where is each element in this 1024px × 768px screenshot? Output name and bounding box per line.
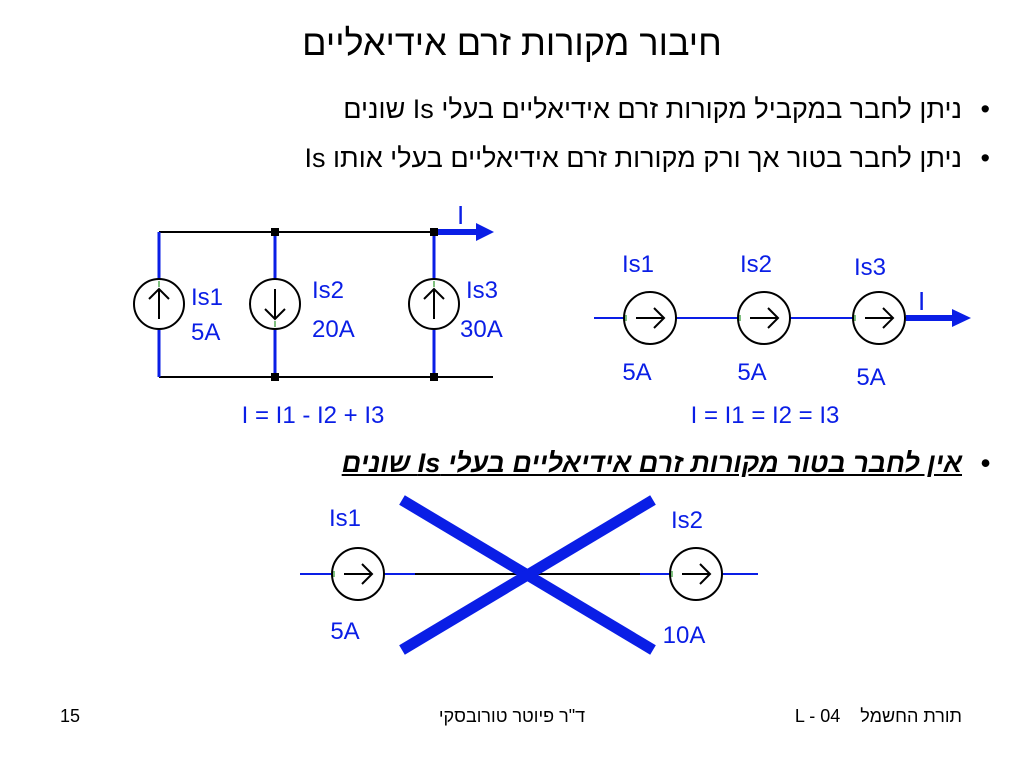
arrow-up-icon bbox=[423, 287, 445, 319]
footer-course: תורת החשמל L - 04 bbox=[794, 706, 962, 726]
current-source-is1 bbox=[133, 278, 185, 330]
output-current-arrow-head bbox=[476, 223, 494, 241]
source-name-label: Is3 bbox=[466, 277, 498, 304]
source-value-label: 5A bbox=[191, 319, 220, 346]
source-value-label: 10A bbox=[663, 622, 706, 649]
source-name-label: Is1 bbox=[622, 251, 654, 278]
source-value-label: 20A bbox=[312, 316, 355, 343]
current-source-forbidden-1 bbox=[331, 547, 385, 601]
source-name-label: Is3 bbox=[854, 254, 886, 281]
output-current-label: I bbox=[918, 286, 925, 316]
source-name-label: Is2 bbox=[740, 251, 772, 278]
source-value-label: 5A bbox=[856, 364, 885, 391]
arrow-right-icon bbox=[682, 563, 712, 585]
source-value-label: 5A bbox=[737, 359, 766, 386]
page-title: חיבור מקורות זרם אידיאליים bbox=[302, 22, 722, 63]
junction-node bbox=[430, 228, 438, 236]
bullet-symbol: • bbox=[980, 94, 990, 124]
bullet-symbol: • bbox=[980, 448, 990, 478]
source-value-label: 30A bbox=[460, 316, 503, 343]
current-source-series-2 bbox=[737, 291, 791, 345]
arrow-right-icon bbox=[750, 307, 780, 329]
arrow-up-icon bbox=[148, 287, 170, 319]
arrow-right-icon bbox=[344, 563, 374, 585]
forbidden-series-circuit: Is1 Is2 5A 10A bbox=[300, 495, 758, 655]
current-source-is3 bbox=[408, 278, 460, 330]
source-name-label: Is1 bbox=[329, 505, 361, 532]
source-value-label: 5A bbox=[330, 618, 359, 645]
bullet-symbol: • bbox=[980, 143, 990, 173]
bullet-series-same: • ניתן לחבר בטור אך ורק מקורות זרם אידיא… bbox=[304, 143, 990, 174]
page-number: 15 bbox=[60, 706, 81, 726]
source-value-label: 5A bbox=[622, 359, 651, 386]
bullet-text: ניתן לחבר במקביל מקורות זרם אידיאליים בע… bbox=[343, 94, 962, 124]
arrow-right-icon bbox=[865, 307, 895, 329]
arrow-right-icon bbox=[636, 307, 666, 329]
junction-node bbox=[271, 228, 279, 236]
bullet-series-forbidden: • אין לחבר בטור מקורות זרם אידיאליים בעל… bbox=[341, 448, 990, 479]
source-name-label: Is1 bbox=[191, 284, 223, 311]
current-source-forbidden-2 bbox=[669, 547, 723, 601]
series-circuit: I Is1 Is2 Is3 5A 5A 5A I = I1 = I2 = I3 bbox=[594, 251, 971, 429]
output-current-label: I bbox=[457, 200, 464, 230]
arrow-down-icon bbox=[264, 289, 286, 321]
source-name-label: Is2 bbox=[671, 507, 703, 534]
output-current-arrow-head bbox=[952, 309, 971, 327]
current-source-is2 bbox=[249, 278, 301, 330]
series-equation: I = I1 = I2 = I3 bbox=[691, 402, 840, 429]
source-name-label: Is2 bbox=[312, 277, 344, 304]
cross-out-icon bbox=[399, 495, 656, 655]
footer-author: ד"ר פיוטר טורובסקי bbox=[438, 706, 586, 726]
bullet-parallel: • ניתן לחבר במקביל מקורות זרם אידיאליים … bbox=[343, 94, 990, 125]
parallel-circuit: I Is1 5A Is2 20A Is3 30A I = I1 - I bbox=[133, 200, 503, 429]
parallel-equation: I = I1 - I2 + I3 bbox=[242, 402, 385, 429]
junction-node bbox=[430, 373, 438, 381]
bullet-text: אין לחבר בטור מקורות זרם אידיאליים בעלי … bbox=[341, 448, 962, 478]
current-source-series-3 bbox=[852, 291, 906, 345]
bullet-text: ניתן לחבר בטור אך ורק מקורות זרם אידיאלי… bbox=[304, 143, 962, 173]
junction-node bbox=[271, 373, 279, 381]
current-source-series-1 bbox=[623, 291, 677, 345]
